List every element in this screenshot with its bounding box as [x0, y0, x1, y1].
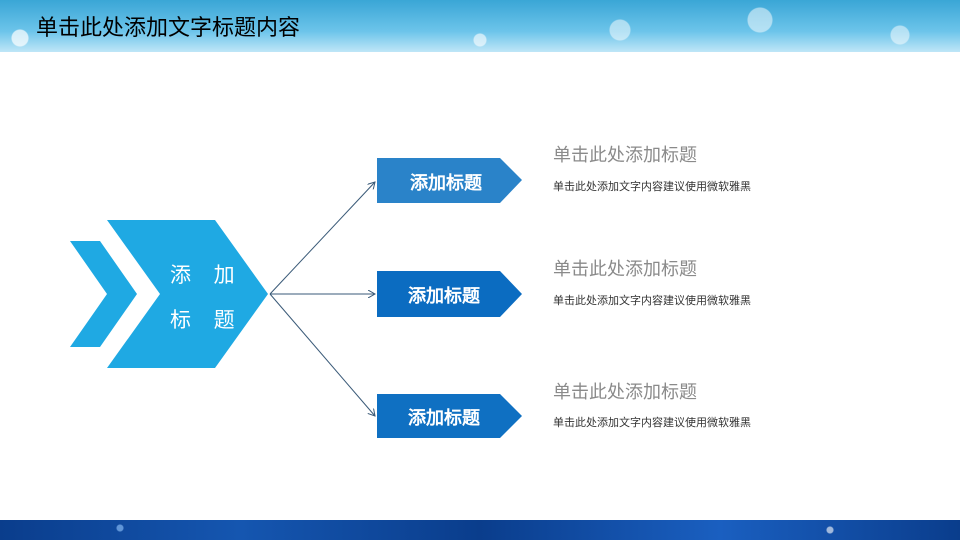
- item-description[interactable]: 单击此处添加文字内容建议使用微软雅黑: [553, 180, 751, 193]
- header-banner: [0, 0, 960, 52]
- item-description[interactable]: 单击此处添加文字内容建议使用微软雅黑: [553, 416, 751, 429]
- item-title[interactable]: 单击此处添加标题: [553, 259, 697, 280]
- chevron-text-line1: 添 加: [170, 263, 243, 287]
- chevron-text-line2: 标 题: [170, 308, 243, 332]
- item-description[interactable]: 单击此处添加文字内容建议使用微软雅黑: [553, 294, 751, 307]
- item-title[interactable]: 单击此处添加标题: [553, 382, 697, 403]
- small-chevron: [70, 241, 137, 347]
- item-box-3[interactable]: [377, 394, 522, 438]
- item-box-1[interactable]: [377, 158, 522, 203]
- page-title[interactable]: 单击此处添加文字标题内容: [36, 16, 301, 41]
- main-chevron[interactable]: [107, 220, 268, 368]
- item-box-label: 添加标题: [408, 286, 480, 307]
- item-title[interactable]: 单击此处添加标题: [553, 145, 697, 166]
- item-box-2[interactable]: [377, 271, 522, 317]
- item-box-label: 添加标题: [410, 173, 482, 194]
- connector-line-1: [269, 182, 375, 295]
- connector-line-3: [269, 293, 375, 416]
- footer-banner: [0, 520, 960, 540]
- item-box-label: 添加标题: [408, 408, 480, 429]
